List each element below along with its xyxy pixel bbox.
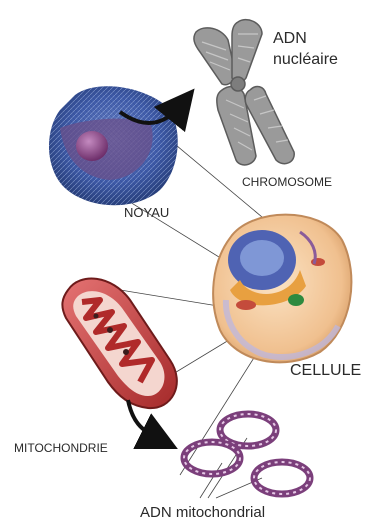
label-adn-nucleaire-line2: nucléaire <box>273 51 338 69</box>
label-noyau: NOYAU <box>124 206 169 220</box>
cell-illustration <box>213 215 351 363</box>
label-adn-mitochondrial: ADN mitochondrial <box>140 505 265 522</box>
nucleolus <box>76 131 108 161</box>
mito-dna-rings <box>184 414 310 494</box>
mitochondrion-illustration <box>62 279 176 409</box>
label-mitochondrie: MITOCHONDRIE <box>14 442 108 455</box>
label-cellule: CELLULE <box>290 362 361 380</box>
nucleus-illustration <box>49 86 178 205</box>
connector-mito-dna <box>180 345 262 475</box>
label-chromosome: CHROMOSOME <box>242 176 332 189</box>
label-adn-nucleaire-line1: ADN <box>273 30 307 48</box>
